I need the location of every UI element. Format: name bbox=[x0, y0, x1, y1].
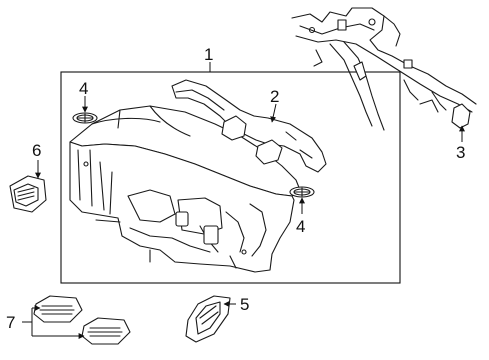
speaker-cover-left bbox=[72, 112, 98, 124]
center-air-vent-lower bbox=[81, 317, 131, 345]
callout-1: 1 bbox=[204, 45, 213, 64]
callout-2: 2 bbox=[270, 87, 279, 106]
speaker-cover-right bbox=[289, 186, 315, 198]
side-air-vent bbox=[9, 175, 47, 213]
callout-5: 5 bbox=[240, 295, 249, 314]
callout-4-right: 4 bbox=[296, 217, 305, 236]
callout-7: 7 bbox=[6, 313, 15, 332]
air-duct bbox=[171, 79, 327, 173]
defroster-vent bbox=[185, 295, 231, 343]
cowl-cross-bar bbox=[291, 7, 477, 131]
assembly-frame bbox=[60, 71, 401, 284]
crash-pad bbox=[69, 105, 301, 273]
callout-3: 3 bbox=[456, 143, 465, 162]
center-air-vent-upper bbox=[33, 295, 83, 323]
callout-6: 6 bbox=[32, 141, 41, 160]
callout-4-left: 4 bbox=[79, 79, 88, 98]
leader-lines bbox=[22, 62, 465, 339]
